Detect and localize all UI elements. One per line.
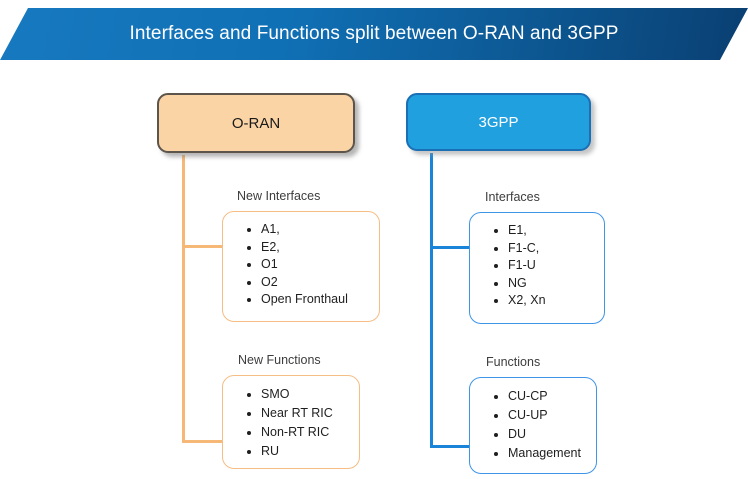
list-item: Non-RT RIC — [261, 423, 349, 442]
list-item: CU-UP — [508, 406, 586, 425]
page-banner: Interfaces and Functions split between O… — [0, 8, 748, 60]
oran-trunk-connector — [182, 155, 185, 443]
list-item: F1-U — [508, 257, 594, 275]
banner-background-shape — [0, 8, 748, 60]
list-item: O2 — [261, 274, 369, 292]
oran-root-label: O-RAN — [231, 114, 281, 132]
group-caption-new-interfaces: New Interfaces — [237, 189, 321, 203]
group-caption-interfaces: Interfaces — [485, 190, 540, 204]
tgpp-root-node[interactable]: 3GPP — [406, 93, 591, 151]
item-list-interfaces: E1, F1-C, F1-U NG X2, Xn — [484, 222, 594, 310]
list-item: Near RT RIC — [261, 404, 349, 423]
oran-branch-connector-new-interfaces — [182, 245, 226, 248]
tgpp-branch-connector-functions — [430, 445, 474, 448]
item-list-functions: CU-CP CU-UP DU Management — [484, 387, 586, 463]
group-caption-functions: Functions — [486, 355, 541, 369]
oran-root-node[interactable]: O-RAN — [157, 93, 355, 153]
list-item: X2, Xn — [508, 292, 594, 310]
oran-branch-connector-new-functions — [182, 440, 226, 443]
list-box-interfaces: E1, F1-C, F1-U NG X2, Xn — [469, 212, 605, 324]
list-box-new-functions: SMO Near RT RIC Non-RT RIC RU — [222, 375, 360, 469]
list-item: NG — [508, 275, 594, 293]
item-list-new-functions: SMO Near RT RIC Non-RT RIC RU — [237, 385, 349, 461]
list-item: E2, — [261, 239, 369, 257]
list-item: CU-CP — [508, 387, 586, 406]
tgpp-branch-connector-interfaces — [430, 246, 474, 249]
tgpp-root-label: 3GPP — [478, 113, 519, 131]
list-item: A1, — [261, 221, 369, 239]
list-item: RU — [261, 442, 349, 461]
list-item: O1 — [261, 256, 369, 274]
list-item: Management — [508, 444, 586, 463]
list-item: E1, — [508, 222, 594, 240]
list-item: SMO — [261, 385, 349, 404]
list-item: F1-C, — [508, 240, 594, 258]
list-item: DU — [508, 425, 586, 444]
item-list-new-interfaces: A1, E2, O1 O2 Open Fronthaul — [237, 221, 369, 309]
list-box-functions: CU-CP CU-UP DU Management — [469, 377, 597, 474]
tgpp-trunk-connector — [430, 153, 433, 448]
list-box-new-interfaces: A1, E2, O1 O2 Open Fronthaul — [222, 211, 380, 322]
list-item: Open Fronthaul — [261, 291, 369, 309]
group-caption-new-functions: New Functions — [238, 353, 321, 367]
